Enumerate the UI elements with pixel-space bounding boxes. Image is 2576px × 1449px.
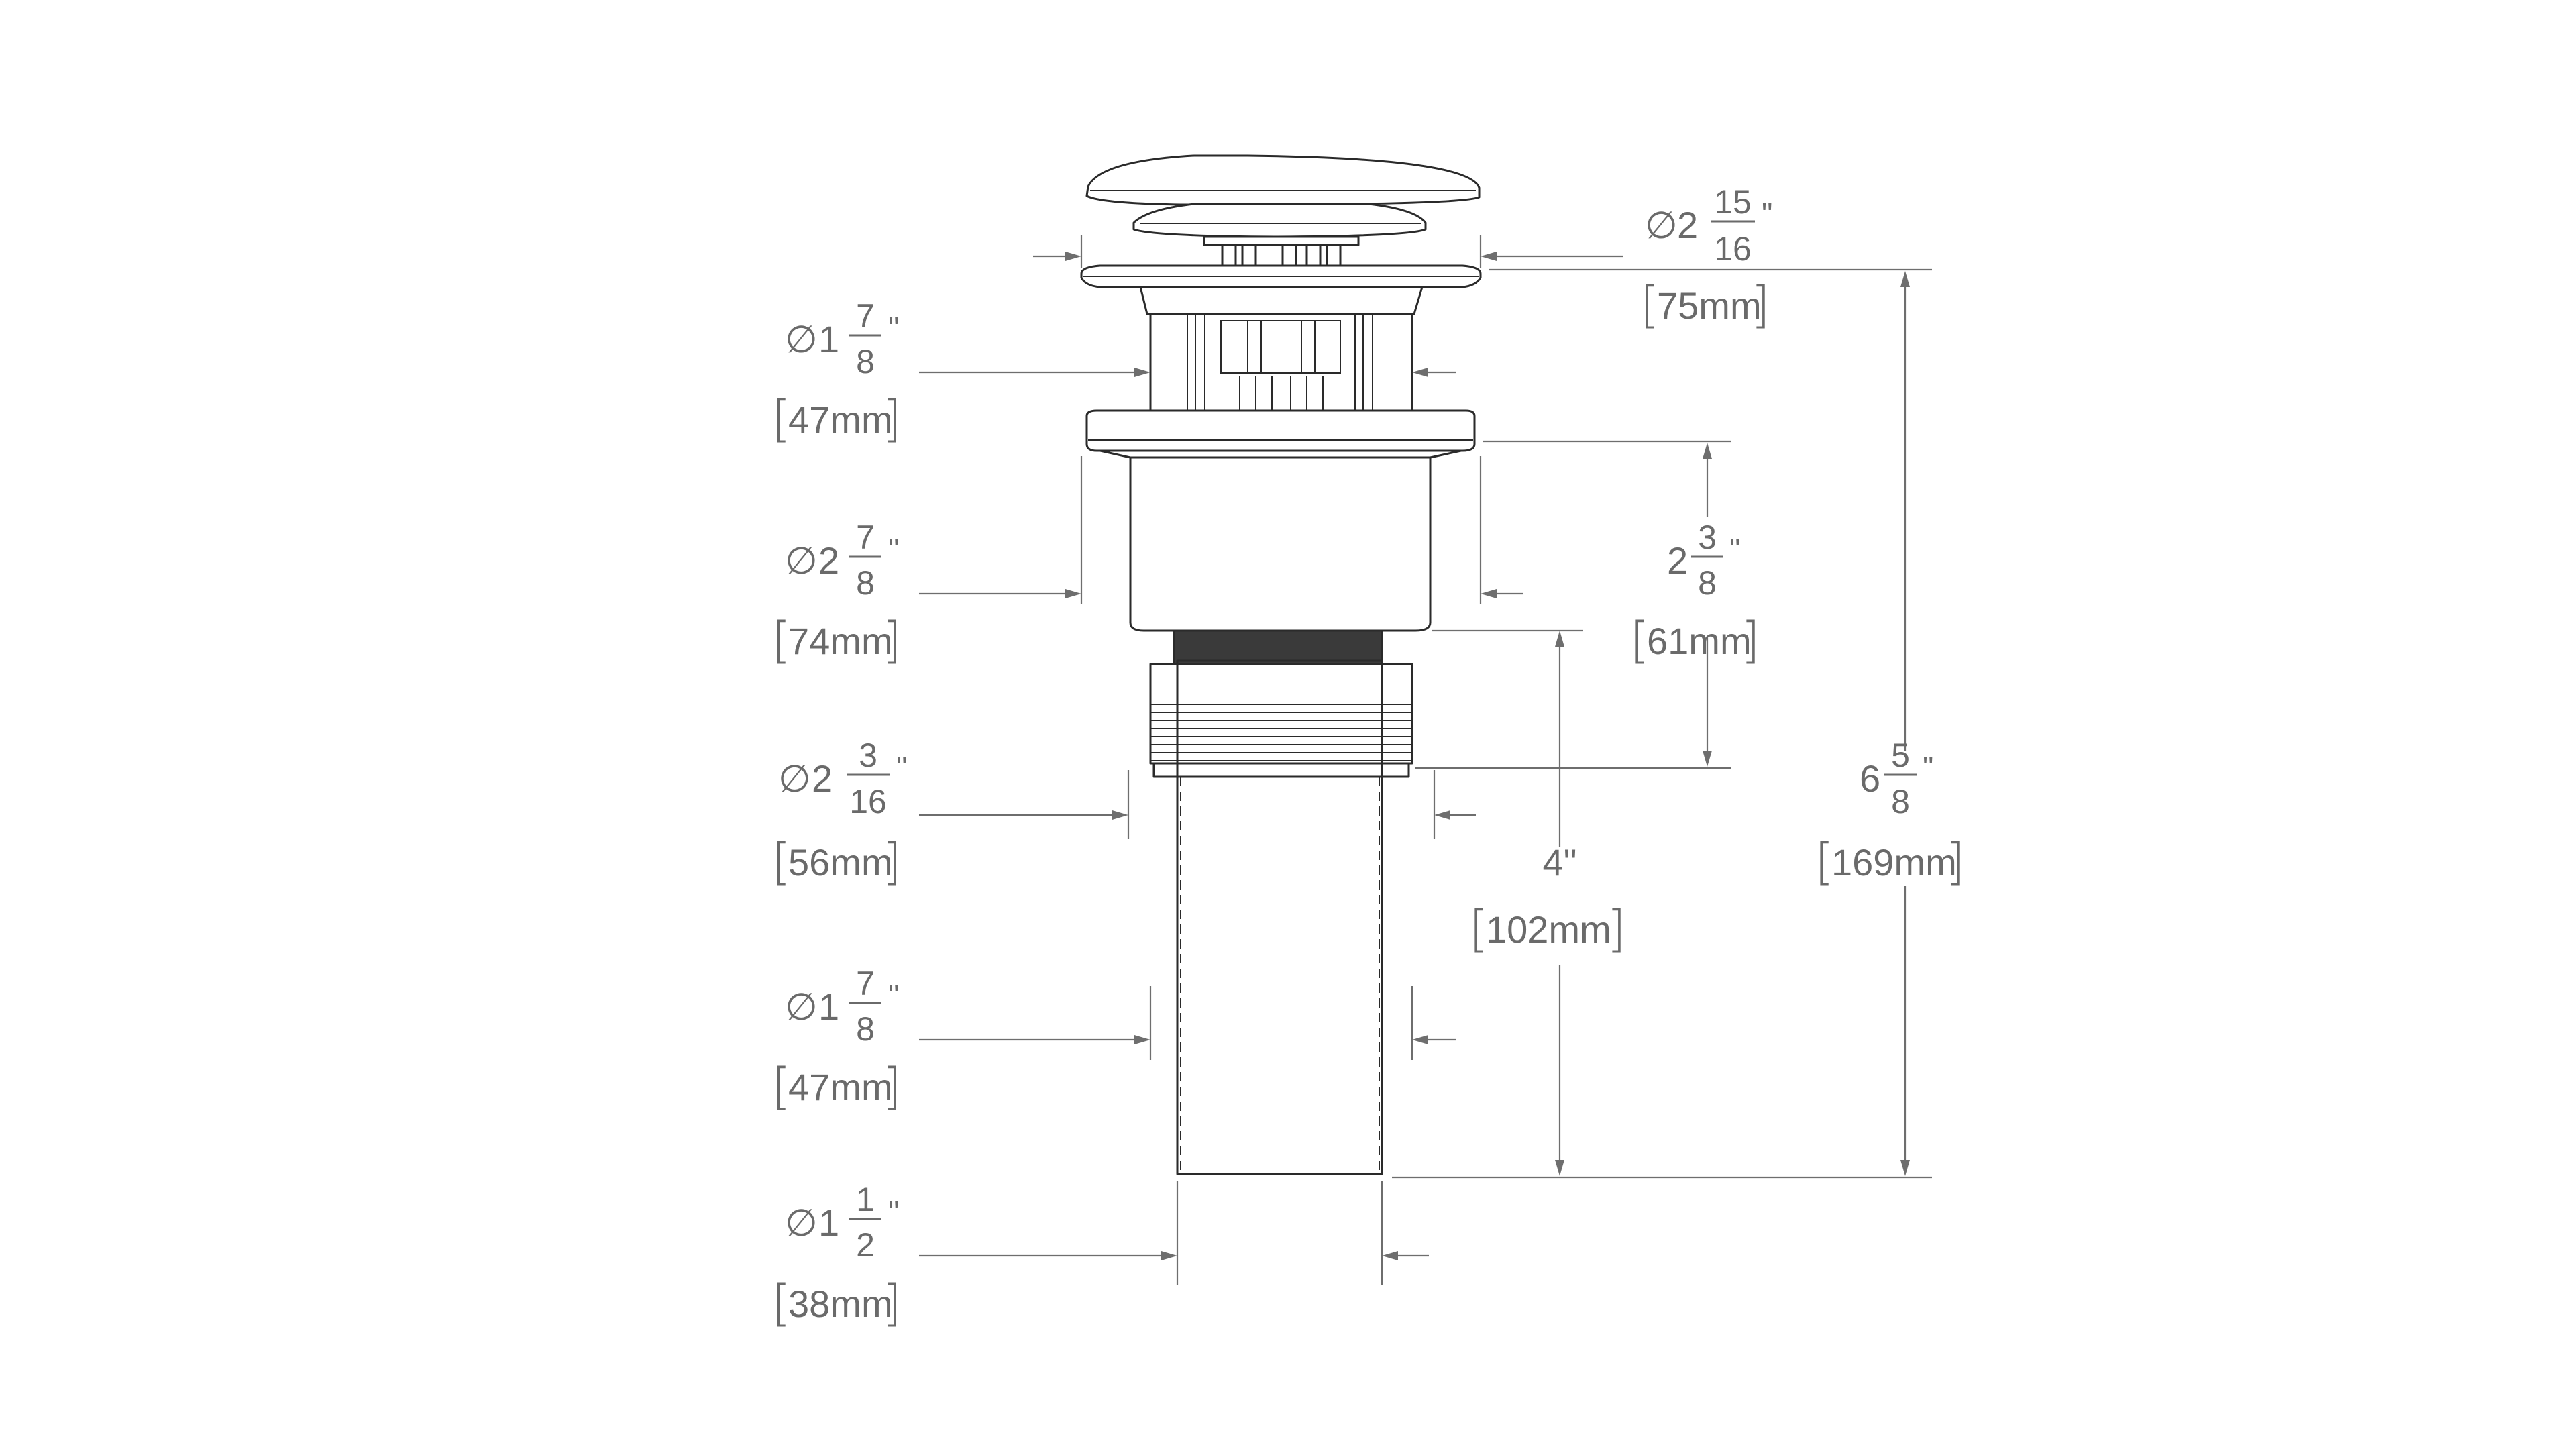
svg-text:]: ] [1741,612,1760,669]
dim-label-upper-stem: ∅ 1 7 8 " [ 47mm ] [771,297,902,448]
svg-text:[: [ [771,833,791,891]
svg-text:56mm: 56mm [788,841,893,883]
svg-text:": " [888,1194,899,1229]
svg-text:∅: ∅ [785,539,818,582]
svg-text:": " [1729,532,1740,567]
svg-text:": " [1923,750,1933,785]
svg-text:": " [888,978,899,1013]
svg-text:∅: ∅ [785,985,818,1028]
svg-text:[: [ [771,1275,791,1332]
svg-text:[: [ [1630,612,1650,669]
svg-text:]: ] [1607,900,1626,958]
svg-text:]: ] [1751,276,1770,334]
drain-cap [1085,154,1481,206]
dim-label-overall-height: 6 5 8 " [ 169mm ] [1815,737,1965,891]
svg-text:[: [ [1469,900,1489,958]
dim-label-top-cap: ∅ 2 15 16 " [ 75mm ] [1640,183,1772,334]
svg-text:[: [ [771,612,791,669]
svg-text:47mm: 47mm [788,1066,893,1108]
svg-text:": " [896,750,907,785]
tailpiece [1176,659,1383,1175]
dimension-lines [919,235,1932,1285]
svg-text:5: 5 [1891,737,1910,774]
thread-knurl [1173,629,1383,667]
flange-body [1129,456,1432,632]
svg-text:1: 1 [818,318,839,360]
svg-text:": " [888,532,899,567]
svg-text:2: 2 [812,757,833,800]
svg-text:∅: ∅ [778,757,811,800]
svg-text:[: [ [771,390,791,448]
svg-text:1: 1 [818,985,839,1028]
svg-text:]: ] [882,1275,902,1332]
svg-text:4": 4" [1542,841,1576,883]
svg-text:]: ] [882,1058,902,1116]
dim-label-tailpiece: ∅ 1 1 2 " [ 38mm ] [771,1181,902,1332]
svg-text:2: 2 [856,1226,875,1264]
thread-rings [1149,663,1413,765]
body-flange [1085,409,1476,452]
svg-text:2: 2 [818,539,839,582]
pop-up-drain [1080,154,1482,1175]
svg-text:2: 2 [1677,204,1698,246]
svg-text:8: 8 [856,564,875,602]
svg-text:1: 1 [818,1201,839,1244]
upper-stem-cage [1149,313,1413,415]
dim-label-flange: ∅ 2 7 8 " [ 74mm ] [771,519,902,669]
svg-text:16: 16 [849,783,887,820]
cage-bars [1187,315,1373,412]
svg-text:": " [888,311,899,345]
svg-text:∅: ∅ [1645,204,1678,246]
svg-text:7: 7 [856,519,875,556]
svg-text:∅: ∅ [785,1201,818,1244]
svg-text:75mm: 75mm [1657,284,1762,327]
svg-text:]: ] [882,833,902,891]
svg-text:1: 1 [856,1181,875,1218]
svg-text:3: 3 [1698,519,1717,556]
svg-text:61mm: 61mm [1647,620,1752,662]
dim-label-flange-height: 2 3 8 " [ 61mm ] [1630,519,1760,669]
svg-text:[: [ [1640,276,1660,334]
lower-body [1152,762,1410,778]
svg-text:3: 3 [859,737,877,774]
cap-step [1132,203,1427,238]
svg-text:": " [1762,197,1772,231]
svg-text:]: ] [882,390,902,448]
svg-text:2: 2 [1667,539,1688,582]
svg-text:6: 6 [1860,757,1880,800]
svg-text:[: [ [1815,833,1834,891]
svg-text:8: 8 [856,1010,875,1048]
svg-text:16: 16 [1714,230,1752,268]
svg-text:]: ] [882,612,902,669]
svg-text:8: 8 [1698,564,1717,602]
svg-text:8: 8 [1891,783,1910,820]
dim-label-lower-body: ∅ 1 7 8 " [ 47mm ] [771,965,902,1116]
svg-text:169mm: 169mm [1831,841,1957,883]
svg-text:8: 8 [856,343,875,380]
svg-text:47mm: 47mm [788,398,893,441]
svg-text:38mm: 38mm [788,1283,893,1325]
dim-label-thread: ∅ 2 3 16 " [ 56mm ] [771,737,907,891]
svg-text:7: 7 [856,297,875,335]
svg-text:15: 15 [1714,183,1752,221]
svg-text:[: [ [771,1058,791,1116]
svg-text:7: 7 [856,965,875,1002]
svg-text:∅: ∅ [785,318,818,360]
dim-label-tail-length: 4" [ 102mm ] [1469,841,1626,958]
svg-text:102mm: 102mm [1486,908,1611,951]
svg-text:]: ] [1945,833,1965,891]
svg-text:74mm: 74mm [788,620,893,662]
